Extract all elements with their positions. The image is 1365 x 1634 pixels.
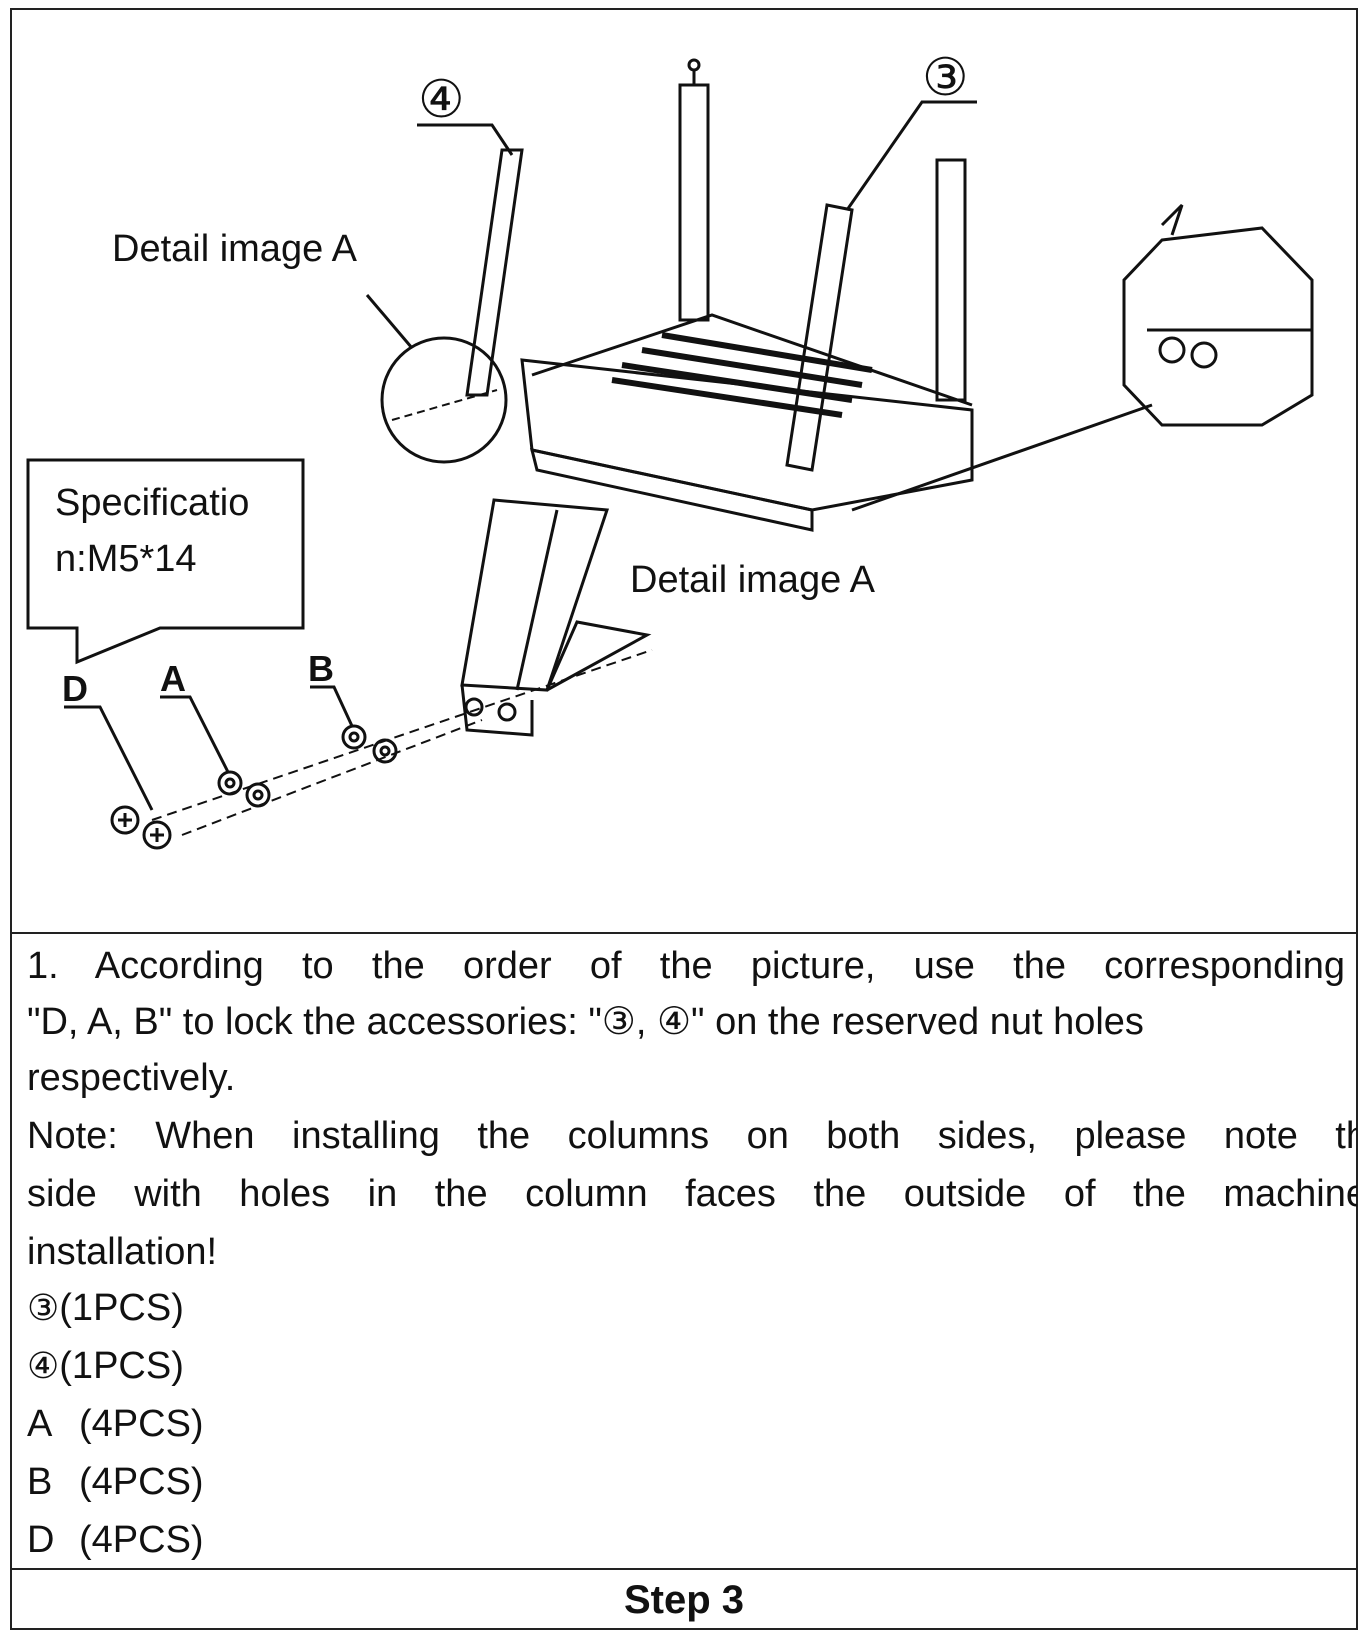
- parts-item-qty: (4PCS): [79, 1519, 204, 1561]
- detail-image-label-center: Detail image A: [630, 559, 876, 601]
- parts-list-item: D (4PCS): [27, 1518, 204, 1562]
- detail-zoom-octagon: [1122, 226, 1314, 427]
- assembly-illustration: Detail image A Detail image A Specificat…: [12, 10, 1356, 932]
- instruction-line-2: "D, A, B" to lock the accessories: "③, ④…: [27, 1001, 1144, 1043]
- instruction-note-line-1: Note: When installing the columns on bot…: [27, 1115, 1357, 1157]
- column-back-right: [935, 158, 967, 402]
- parts-list-item: ④(1PCS): [27, 1344, 184, 1389]
- detail-image-label-top: Detail image A: [112, 228, 358, 270]
- instruction-note-line-3: installation!: [27, 1231, 218, 1273]
- column-part-3: [785, 203, 854, 472]
- spec-callout-box: [26, 458, 305, 665]
- spec-label-line2: n:M5*14: [55, 538, 197, 580]
- parts-item-qty: (4PCS): [79, 1461, 204, 1503]
- instruction-line-1: 1. According to the order of the picture…: [27, 945, 1345, 987]
- parts-item-mark: D: [27, 1519, 55, 1561]
- column-back-left: [678, 83, 710, 322]
- parts-item-mark: ④: [27, 1346, 60, 1387]
- spec-label-line1: Specificatio: [55, 482, 250, 524]
- machine-top-edge: [531, 313, 973, 407]
- parts-list-item: B (4PCS): [27, 1460, 204, 1504]
- parts-list-item: A (4PCS): [27, 1402, 204, 1446]
- parts-item-qty: (1PCS): [59, 1345, 184, 1387]
- machine-base-side: [529, 448, 814, 532]
- parts-item-mark: ③: [27, 1288, 60, 1329]
- instruction-note-line-2: side with holes in the column faces the …: [27, 1173, 1357, 1215]
- section-divider-bottom: [10, 1568, 1358, 1570]
- parts-item-mark: B: [27, 1461, 53, 1503]
- instructions-block: 1. According to the order of the picture…: [27, 942, 1357, 1564]
- machine-drawing: [26, 58, 1314, 850]
- parts-list-item: ③(1PCS): [27, 1286, 184, 1331]
- parts-item-qty: (1PCS): [59, 1287, 184, 1329]
- section-divider-top: [10, 932, 1358, 934]
- detail-circle-left: [380, 336, 508, 464]
- parts-item-qty: (4PCS): [79, 1403, 204, 1445]
- part-label-a: A: [160, 658, 186, 699]
- part-label-4: ④: [418, 70, 465, 130]
- bracket: [460, 498, 610, 692]
- column-part-4: [465, 148, 524, 397]
- part-label-3: ③: [922, 48, 969, 108]
- part-label-d: D: [62, 668, 88, 709]
- parts-item-mark: A: [27, 1403, 53, 1445]
- page-frame: [10, 8, 1358, 1630]
- instruction-line-3: respectively.: [27, 1057, 236, 1099]
- step-label: Step 3: [623, 1578, 745, 1622]
- part-label-b: B: [308, 648, 334, 689]
